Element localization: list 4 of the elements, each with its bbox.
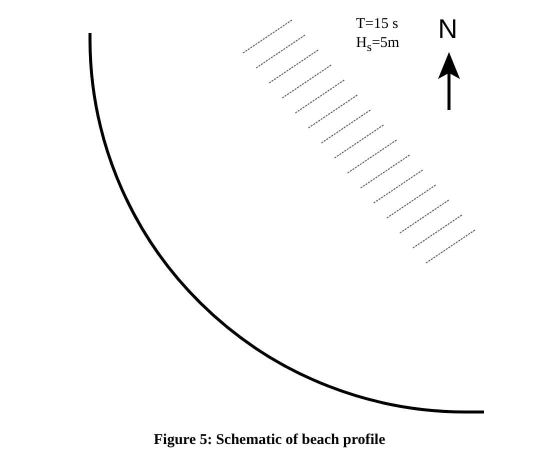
north-label: N bbox=[438, 14, 458, 45]
wave-period-text: T=15 s bbox=[356, 16, 398, 33]
figure-caption: Figure 5: Schematic of beach profile bbox=[152, 432, 386, 449]
wave-height-text: H$_{s}$=5m bbox=[356, 35, 400, 55]
